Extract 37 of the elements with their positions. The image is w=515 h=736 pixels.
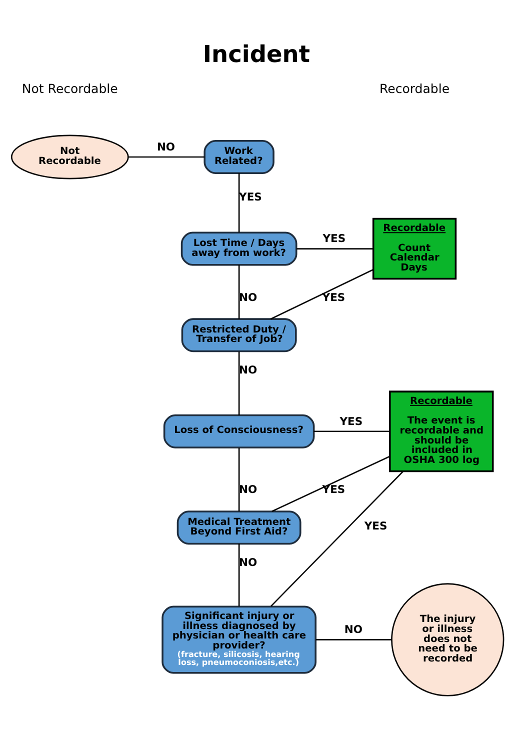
edge-label: NO: [344, 623, 362, 636]
node-box: Medical Treatment Beyond First Aid?: [176, 510, 302, 545]
edge-label: YES: [340, 414, 363, 428]
node-box: Work Related?: [204, 140, 274, 174]
connector: [238, 352, 240, 416]
connector: [238, 544, 240, 606]
edge-label: NO: [239, 483, 258, 496]
connector: [316, 639, 392, 640]
connector: [272, 456, 390, 512]
connector: [270, 269, 374, 320]
diagram-title: Incident: [202, 40, 310, 68]
edge-label: YES: [322, 290, 346, 304]
node-circle: The injury or illness does not need to be recorded: [391, 583, 504, 696]
node-box: Lost Time / Days away from work?: [180, 232, 298, 266]
label: Recordable: [379, 81, 450, 96]
connector: [238, 448, 240, 512]
edge-label: NO: [156, 140, 176, 154]
connector: [296, 248, 374, 250]
node-box: Recordable The event is recordable and should be included in OSHA 300 log: [389, 390, 494, 472]
connector: [314, 430, 390, 432]
connector: [238, 265, 240, 319]
node-box: Loss of Consciousness?: [163, 414, 315, 448]
edge-label: NO: [239, 290, 258, 304]
edge-label: YES: [322, 483, 346, 496]
edge-label: YES: [364, 520, 388, 532]
edge-label: YES: [239, 190, 262, 204]
edge-label: NO: [239, 363, 258, 376]
connector: [270, 470, 404, 607]
node-box: Significant injury or illness diagnosed by physician or health care provider? (fracture, silicosis, hearing loss, pneumoconiosis,etc.): [162, 606, 316, 674]
node-box: Restricted Duty / Transfer of Job?: [181, 318, 297, 352]
edge-label: NO: [239, 556, 258, 569]
edge-label: YES: [322, 232, 346, 246]
connector: [238, 173, 240, 233]
connector: [128, 156, 205, 158]
label: Not Recordable: [22, 81, 118, 96]
node-box: Recordable Count Calendar Days: [372, 218, 457, 280]
node-ellipse: Not Recordable: [10, 134, 129, 180]
